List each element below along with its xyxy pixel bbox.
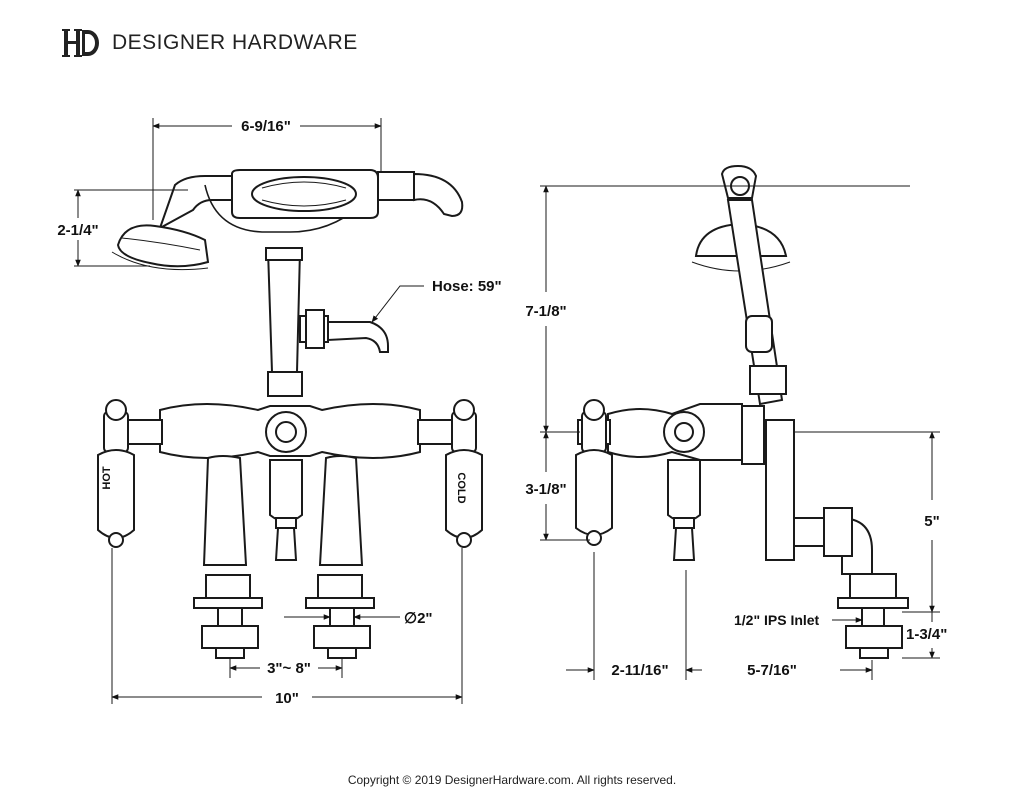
dim-inlet-depth: 1-3/4" [906, 626, 947, 643]
hose-outlet [327, 321, 389, 353]
dh-monogram-icon [62, 29, 99, 57]
left-mount-nut [201, 625, 259, 649]
brand-header: DESIGNER HARDWARE [62, 26, 358, 60]
dim-lower-height: 3-1/8" [525, 481, 566, 498]
dim-side-offset-b: 5-7/16" [747, 662, 797, 679]
dim-diameter: ∅2" [404, 610, 433, 627]
dim-inlet-height: 5" [924, 513, 939, 530]
right-mount-nut [313, 625, 371, 649]
dim-handshower-height: 2-1/4" [57, 222, 98, 239]
dim-handshower-width: 6-9/16" [241, 118, 291, 135]
cold-handle [445, 449, 483, 539]
dim-hose-length: Hose: 59" [432, 278, 502, 295]
dim-side-offset-a: 2-11/16" [611, 662, 668, 679]
dim-center-range: 3"~ 8" [267, 660, 311, 677]
handshower-head [116, 224, 210, 268]
side-view [575, 164, 909, 659]
cold-label: COLD [455, 472, 467, 503]
dimension-lines [74, 118, 940, 704]
label-ips-inlet: 1/2" IPS Inlet [734, 612, 820, 628]
copyright-footer: Copyright © 2019 DesignerHardware.com. A… [347, 773, 677, 787]
brand-name: DESIGNER HARDWARE [112, 31, 358, 54]
riser-nut [267, 371, 303, 397]
handshower-grip [251, 176, 357, 212]
hot-label: HOT [101, 466, 113, 490]
dim-overall-width: 10" [275, 690, 299, 707]
hot-handle [97, 449, 135, 539]
front-view: HOT COLD [97, 169, 483, 659]
dim-total-height: 7-1/8" [525, 303, 566, 320]
